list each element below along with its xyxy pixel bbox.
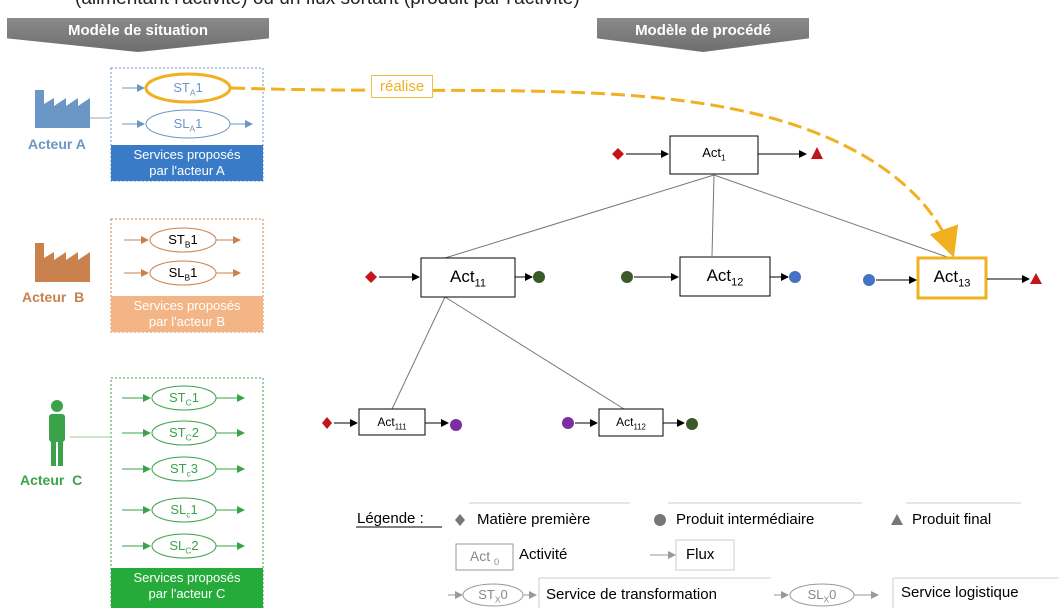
actor-a-label: Acteur A [28,136,86,152]
legend-diamond [455,514,465,526]
act111-label: Act111 [377,415,407,432]
legend-flux: Flux [686,546,715,563]
top-caption: (alimentant l'activité) ou un flux sorta… [75,0,580,10]
legend-title: Légende : [357,510,424,527]
legend-final: Produit final [912,511,992,528]
act112-label: Act112 [616,415,646,432]
service-stc1-label: STC1 [169,390,199,408]
factory-icon-b [35,243,90,282]
person-icon-c [49,400,65,466]
legend-activity-icon-label: Act 0 [469,548,500,567]
act12-label: Act12 [706,266,744,289]
legend-intermediate: Produit intermédiaire [676,511,815,528]
act1-box [669,135,759,175]
legend-st-icon-label: STX0 [478,587,508,605]
service-slc1-label: SLc1 [170,502,198,520]
act13-label: Act13 [933,267,971,290]
service-stb1-label: STB1 [168,232,198,250]
actor-c-services-box [110,377,264,608]
legend-sl-icon-label: SLX0 [807,587,837,605]
act111-box [358,408,426,436]
legend-transformation: Service de transformation [546,586,717,603]
factory-icon-a [35,90,90,128]
legend-logistic: Service logistique [901,584,1019,601]
act12-box [679,256,771,297]
act112-box [598,408,664,437]
act11-label: Act11 [449,267,487,290]
actor-c-label: Acteur C [20,472,83,488]
service-slb1-label: SLB1 [168,265,198,283]
service-sta1-ellipse [144,72,232,104]
service-sta1-label: STA1 [173,80,203,98]
service-sla1-label: SLA1 [173,116,203,134]
realise-label: réalise [371,75,434,98]
service-stc2-label: STC2 [169,425,199,443]
actor-b-label: Acteur B [22,289,85,305]
legend-raw-material: Matière première [477,511,591,528]
realise-arrow [230,86,959,258]
legend-activity: Activité [519,546,568,563]
service-stc3-label: STc3 [169,461,199,479]
act1-label: Act1 [702,145,726,163]
service-slc2-label: SLC2 [169,538,199,556]
act13-box [916,256,988,300]
